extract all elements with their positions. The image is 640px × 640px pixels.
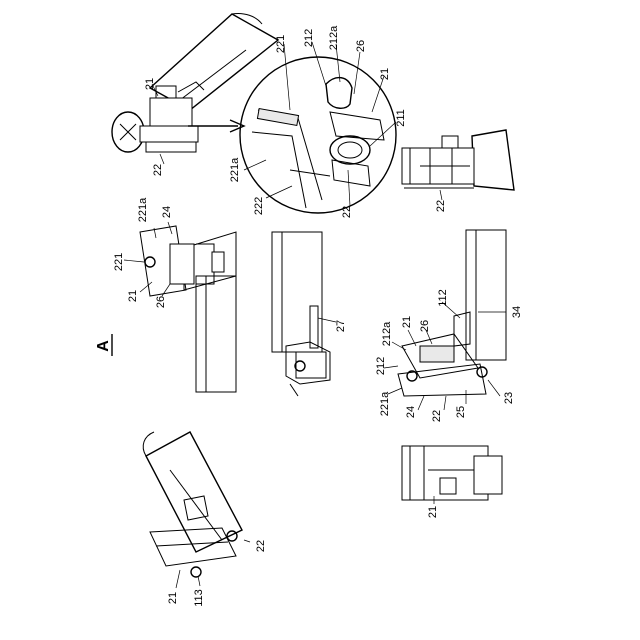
label-bl-3: 113 — [193, 589, 205, 607]
label-ml-2: 24 — [161, 206, 173, 218]
label-bl-2: 21 — [167, 592, 179, 604]
label-bl-1: 22 — [255, 540, 267, 552]
label-mr-6: 212 — [375, 357, 387, 375]
figure-middle-right: 112 34 26 21 212a 212 221a 24 22 25 23 — [375, 230, 523, 422]
figure-top-left: 21 22 — [112, 13, 278, 176]
label-mr-7: 221a — [379, 391, 391, 416]
label-ml-3: 221 — [113, 253, 125, 271]
label-tl-1: 21 — [144, 78, 156, 90]
label-d-5: 21 — [379, 68, 391, 80]
figure-bottom-right: 21 — [402, 446, 502, 518]
label-d-4: 26 — [355, 40, 367, 52]
label-d-7: 221a — [229, 157, 241, 182]
figure-middle-left: 221a 24 221 21 26 — [113, 197, 236, 392]
label-mr-8: 24 — [405, 406, 417, 418]
label-mr-3: 26 — [419, 320, 431, 332]
label-br-1: 21 — [427, 506, 439, 518]
label-tr-1: 22 — [435, 200, 447, 212]
label-mr-2: 34 — [511, 306, 523, 318]
figure-bottom-left: 22 21 113 — [143, 432, 267, 607]
label-d-2: 212 — [303, 29, 315, 47]
label-d-6: 211 — [395, 109, 407, 127]
label-mr-10: 25 — [455, 406, 467, 418]
label-mr-4: 21 — [401, 316, 413, 328]
label-mr-9: 22 — [431, 410, 443, 422]
figure-detail-circle: 221 212 212a 26 21 211 221a 222 22 — [229, 25, 407, 218]
label-mr-5: 212a — [381, 321, 393, 346]
label-d-1: 221 — [275, 35, 287, 53]
label-ml-4: 21 — [127, 290, 139, 302]
label-d-9: 22 — [341, 206, 353, 218]
label-mr-1: 112 — [437, 289, 449, 307]
label-mc-1: 27 — [335, 320, 347, 332]
label-d-8: 222 — [253, 197, 265, 215]
view-label: A — [95, 340, 112, 352]
label-d-3: 212a — [328, 25, 340, 50]
label-mr-11: 23 — [503, 392, 515, 404]
label-ml-1: 221a — [137, 197, 149, 222]
view-label-group: A — [95, 334, 112, 356]
figure-top-right: 22 — [402, 130, 514, 212]
figure-middle-center: 27 — [272, 232, 347, 396]
label-tl-2: 22 — [152, 164, 164, 176]
label-ml-5: 26 — [155, 296, 167, 308]
